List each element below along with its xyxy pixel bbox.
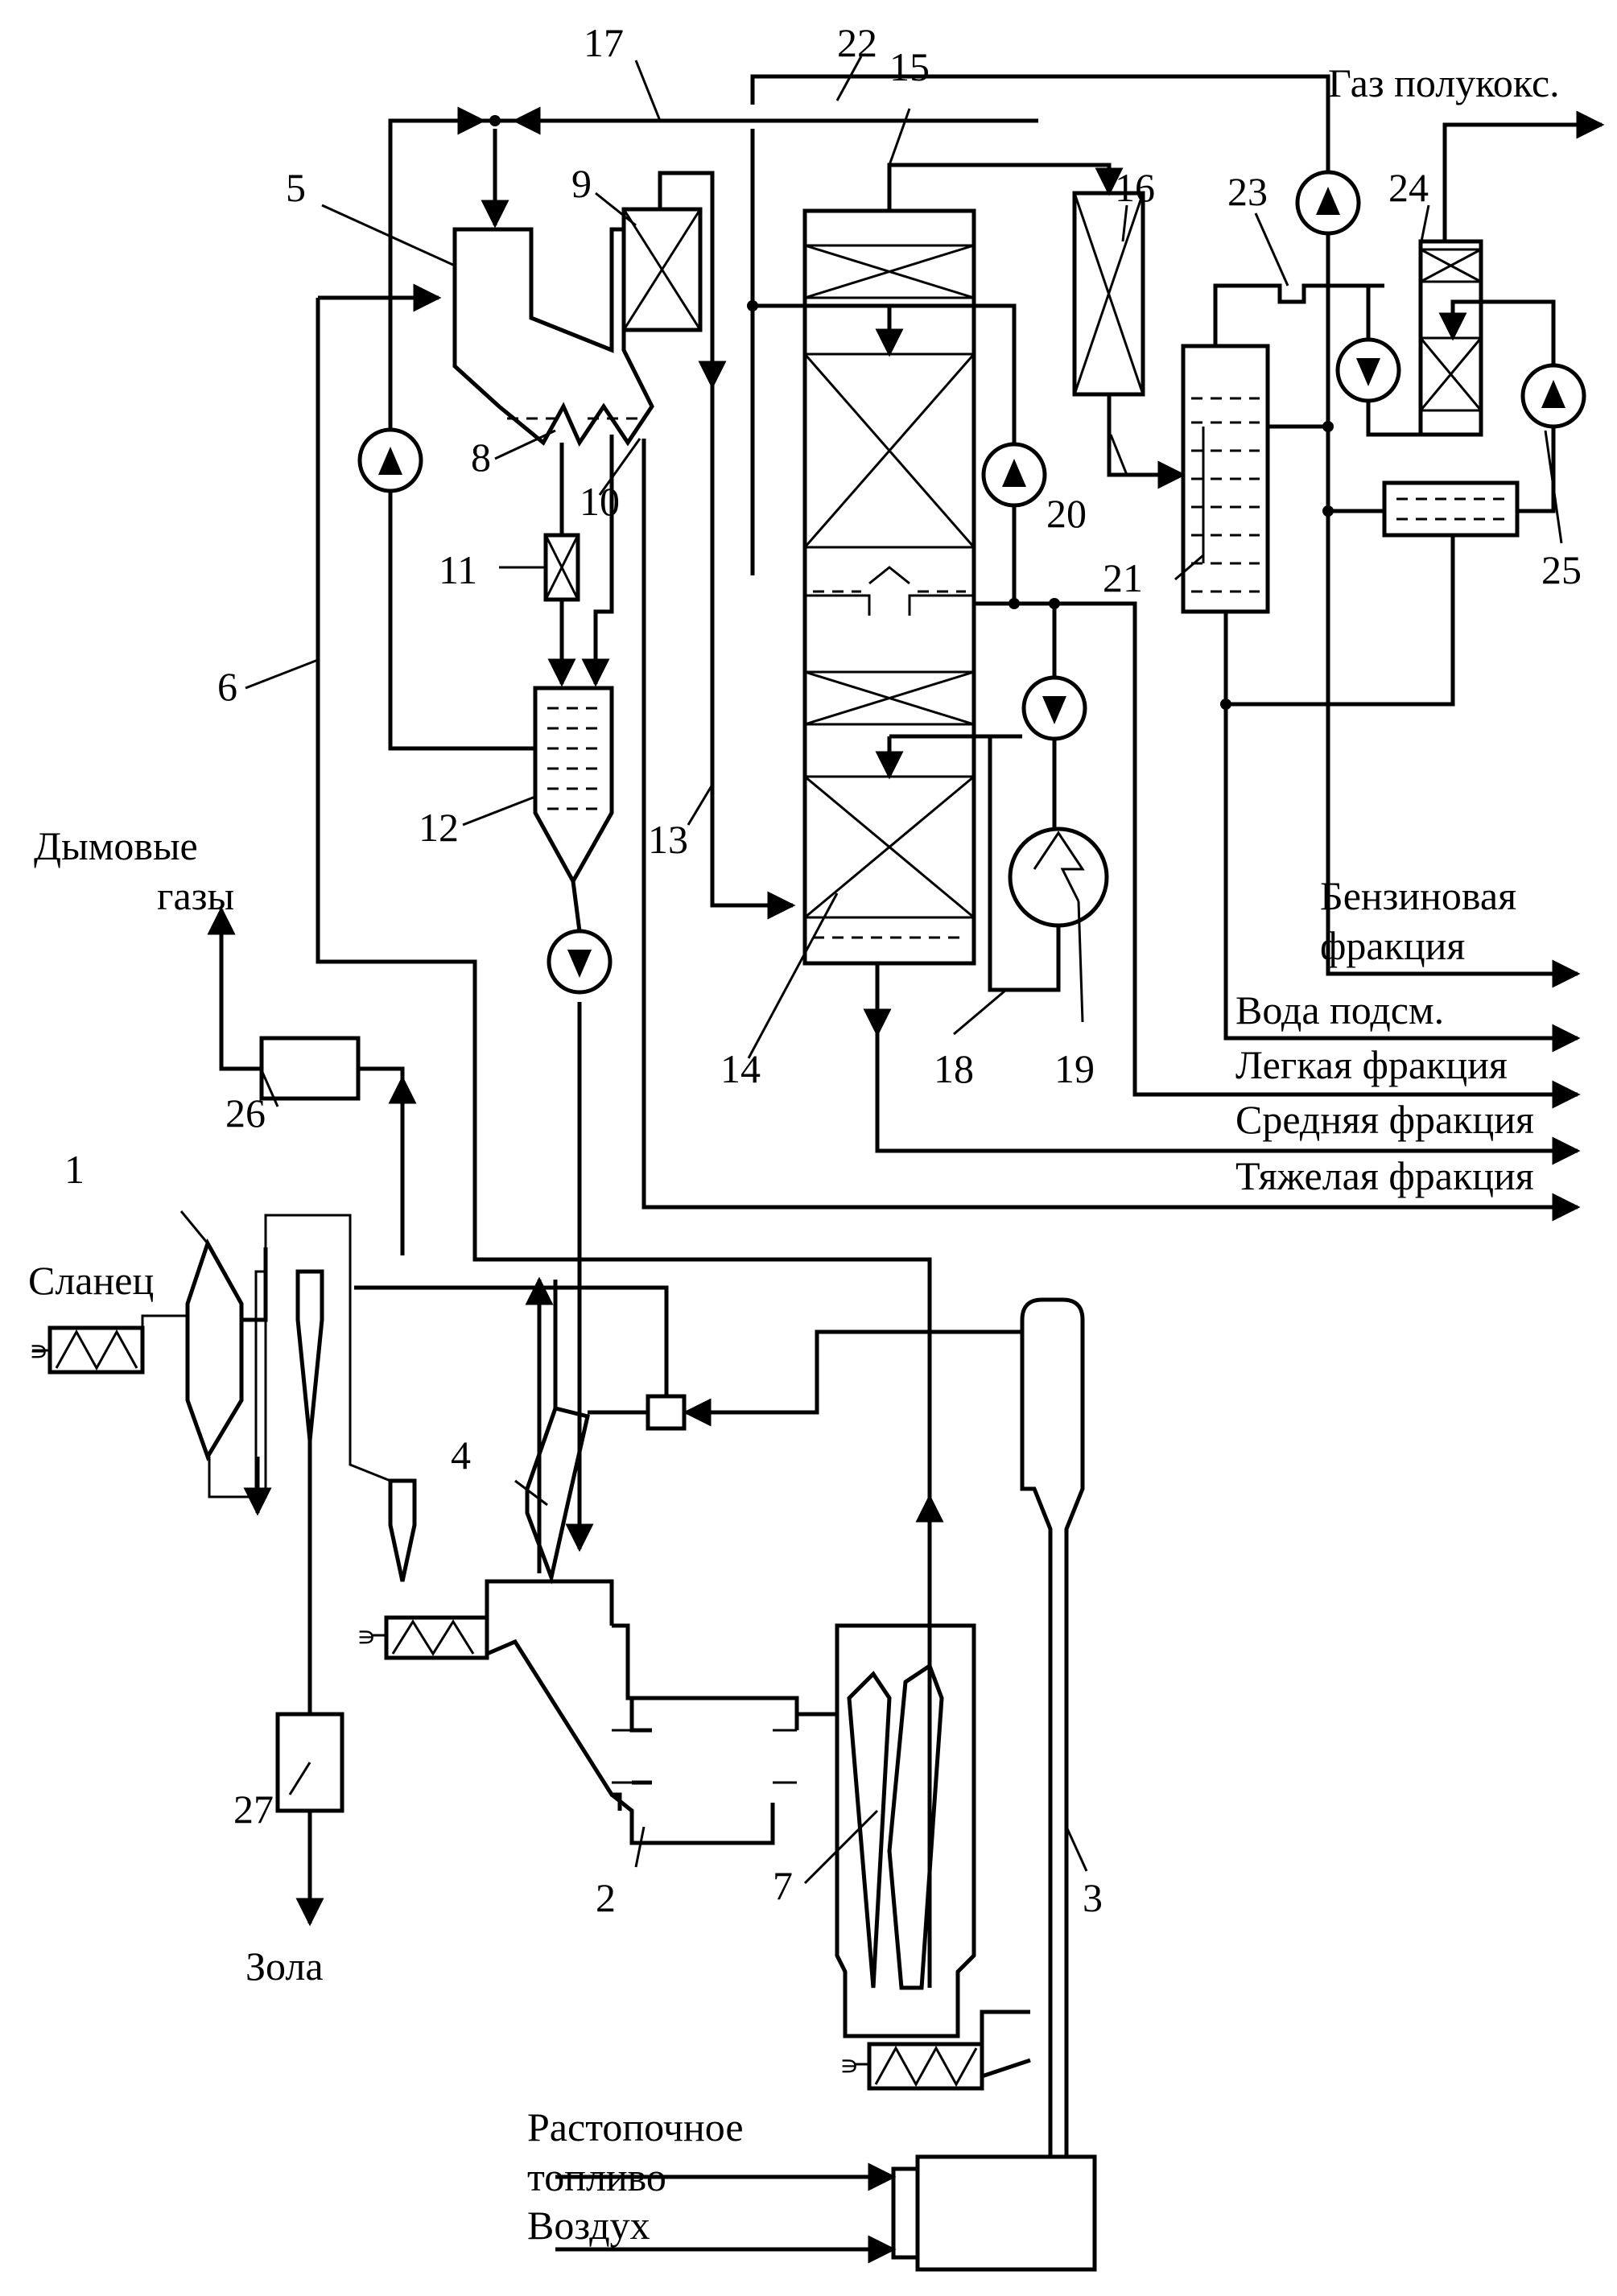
label-21: 21 bbox=[1103, 555, 1143, 600]
label-flue-gases-line1: Дымовые bbox=[34, 823, 198, 868]
label-startup-fuel-line1: Растопочное bbox=[527, 2104, 744, 2150]
gas-control-box bbox=[354, 1288, 1022, 1428]
label-23: 23 bbox=[1227, 169, 1268, 214]
label-9: 9 bbox=[571, 161, 592, 206]
label-22: 22 bbox=[837, 20, 877, 65]
label-startup-fuel-line2: топливо bbox=[527, 2154, 666, 2199]
label-13: 13 bbox=[648, 817, 688, 862]
label-5: 5 bbox=[286, 165, 306, 210]
label-24: 24 bbox=[1388, 165, 1429, 210]
label-18: 18 bbox=[934, 1046, 974, 1091]
riser-3 bbox=[1022, 1300, 1083, 2157]
heater-screw-feeder: ∍ bbox=[839, 2012, 1030, 2088]
condenser-16 bbox=[1026, 165, 1183, 475]
cooler-19 bbox=[990, 736, 1107, 990]
label-27: 27 bbox=[233, 1787, 274, 1832]
label-16: 16 bbox=[1115, 165, 1155, 210]
heater-7 bbox=[837, 1497, 974, 2036]
label-10: 10 bbox=[580, 479, 620, 524]
lines-10-13 bbox=[644, 439, 1578, 1207]
cyclone-left bbox=[350, 1272, 415, 1581]
svg-text:∍: ∍ bbox=[357, 1622, 376, 1652]
ash-collector-27 bbox=[278, 1441, 342, 1923]
label-gasoline-line2: фракция bbox=[1320, 923, 1465, 968]
solids-screw-feeder: ∍ bbox=[357, 1581, 612, 1658]
label-6: 6 bbox=[217, 664, 237, 709]
vessel-2 bbox=[487, 1626, 837, 1843]
label-air: Воздух bbox=[527, 2203, 650, 2248]
svg-text:∍: ∍ bbox=[29, 1337, 48, 1366]
pump-12 bbox=[549, 881, 610, 992]
shale-screw-feeder: ∍ bbox=[29, 1316, 188, 1372]
label-4: 4 bbox=[451, 1432, 471, 1478]
label-26: 26 bbox=[225, 1090, 266, 1136]
label-25: 25 bbox=[1541, 547, 1582, 592]
label-2: 2 bbox=[596, 1875, 616, 1920]
label-medium-fraction: Средняя фракция bbox=[1235, 1097, 1534, 1142]
label-15: 15 bbox=[889, 44, 930, 89]
label-gas-semicoke: Газ полукокс. bbox=[1328, 60, 1560, 105]
label-ash: Зола bbox=[245, 1944, 324, 1989]
label-light-fraction: Легкая фракция bbox=[1235, 1042, 1508, 1087]
label-20: 20 bbox=[1046, 491, 1087, 536]
label-11: 11 bbox=[439, 547, 477, 592]
pump-23 bbox=[1338, 286, 1399, 401]
reactor-1 bbox=[188, 1243, 266, 1457]
label-17: 17 bbox=[584, 20, 624, 65]
label-water: Вода подсм. bbox=[1235, 987, 1444, 1033]
label-gasoline-line1: Бензиновая bbox=[1320, 873, 1516, 918]
label-shale: Сланец bbox=[28, 1258, 154, 1303]
label-8: 8 bbox=[471, 435, 491, 480]
label-12: 12 bbox=[419, 805, 459, 850]
label-7: 7 bbox=[773, 1863, 793, 1908]
filter-11 bbox=[546, 443, 578, 684]
label-19: 19 bbox=[1054, 1046, 1095, 1091]
label-3: 3 bbox=[1083, 1875, 1103, 1920]
packed-section-9 bbox=[624, 173, 793, 905]
label-heavy-fraction: Тяжелая фракция bbox=[1235, 1153, 1534, 1198]
pump-5-loop bbox=[360, 121, 483, 491]
label-1: 1 bbox=[64, 1147, 85, 1192]
label-14: 14 bbox=[720, 1046, 761, 1091]
pump-25 bbox=[1523, 365, 1584, 427]
svg-text:∍: ∍ bbox=[839, 2051, 859, 2081]
cyclone-reactor bbox=[209, 1215, 350, 1513]
